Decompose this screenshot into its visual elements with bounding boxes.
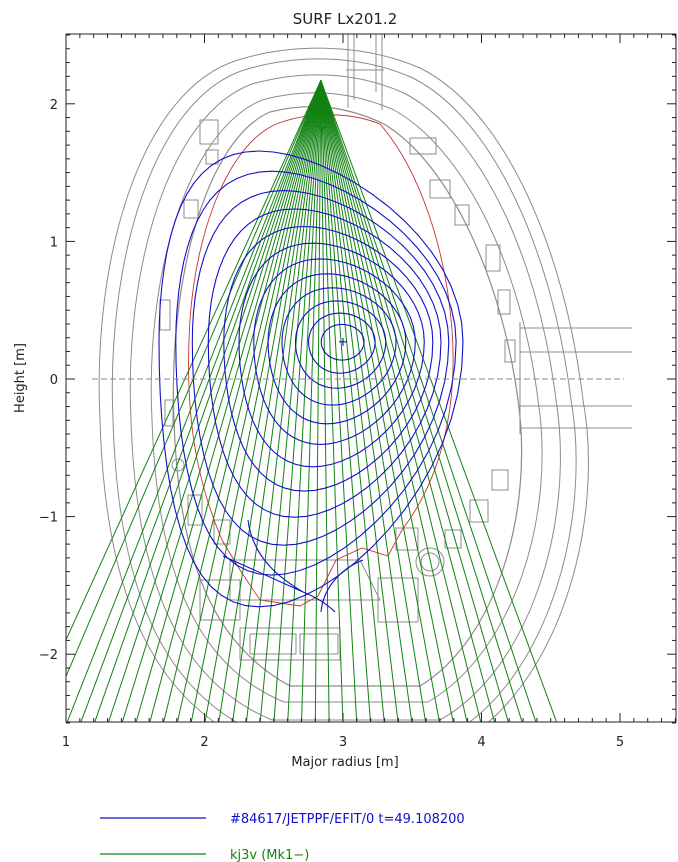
chord-line <box>320 80 454 722</box>
axes-frame <box>65 33 677 724</box>
wall-component <box>409 137 437 155</box>
chord-line <box>135 80 322 722</box>
wall-component <box>199 119 219 145</box>
divertor-structure <box>199 559 419 661</box>
x-axis-label: Major radius [m] <box>291 755 398 770</box>
wall-component <box>159 299 171 331</box>
x-tick-label: 2 <box>200 735 208 750</box>
axis-ticks <box>65 34 676 724</box>
legend: #84617/JETPPF/EFIT/0 t=49.108200 kj3v (M… <box>100 812 465 862</box>
chord-line <box>163 80 322 722</box>
tick-labels: 1 2 3 4 5 2 1 0 −1 −2 <box>39 98 624 750</box>
chord-line <box>204 80 322 722</box>
y-tick-label: −2 <box>39 648 58 663</box>
chord-line <box>245 80 322 722</box>
x-tick-label: 3 <box>339 735 347 750</box>
vessel-shell <box>111 58 577 722</box>
wall-component <box>429 179 451 199</box>
midplane-port <box>519 322 632 434</box>
wall-component <box>491 469 509 491</box>
plot-frame <box>65 33 677 723</box>
flux-surface <box>191 190 450 546</box>
flux-surface <box>175 170 457 576</box>
y-tick-label: 0 <box>50 373 58 388</box>
y-tick-label: −1 <box>39 511 58 526</box>
chord-line <box>320 80 482 722</box>
legend-label-flux: #84617/JETPPF/EFIT/0 t=49.108200 <box>230 812 465 827</box>
chord-line <box>273 80 322 722</box>
coil <box>420 552 440 572</box>
chord-line <box>320 80 330 722</box>
separatrix-legs <box>222 519 364 613</box>
wall-component <box>454 204 470 226</box>
chord-fan <box>66 80 558 722</box>
wall-component <box>485 244 501 272</box>
chord-line <box>66 80 322 722</box>
first-wall <box>172 105 523 687</box>
chord-line <box>259 80 322 722</box>
diagram-title: SURF Lx201.2 <box>293 10 398 28</box>
x-tick-label: 4 <box>477 735 485 750</box>
chord-line <box>320 80 440 722</box>
flux-surface <box>207 208 442 518</box>
flux-surface <box>320 323 365 361</box>
flux-surface <box>238 242 425 468</box>
vessel-shell <box>98 47 589 722</box>
wall-component <box>504 339 516 363</box>
chord-line <box>320 80 523 722</box>
chord-line <box>232 80 322 722</box>
wall-component <box>469 499 489 523</box>
chord-line <box>320 80 385 722</box>
chord-line <box>66 80 322 678</box>
chord-line <box>121 80 322 722</box>
chord-line <box>149 80 322 722</box>
legend-label-chords: kj3v (Mk1−) <box>230 848 309 862</box>
x-tick-label: 5 <box>616 735 624 750</box>
flux-surface <box>281 287 397 406</box>
vessel-shell <box>129 74 561 721</box>
wall-component <box>164 399 174 427</box>
chord-line <box>218 80 322 722</box>
chord-line <box>66 80 322 642</box>
flux-surface <box>308 312 376 374</box>
chord-line <box>94 80 322 722</box>
limiter-contour <box>188 114 454 607</box>
chord-line <box>301 80 322 722</box>
flux-surface <box>223 225 434 492</box>
top-port <box>346 34 384 110</box>
chord-line <box>287 80 322 722</box>
chord-line <box>320 80 358 722</box>
plot-area <box>66 34 632 722</box>
y-tick-label: 1 <box>50 235 58 250</box>
y-tick-label: 2 <box>50 98 58 113</box>
magnetic-axis-marker <box>339 337 347 346</box>
chord-line <box>80 80 322 722</box>
chord-line <box>320 80 399 722</box>
chord-line <box>320 80 371 722</box>
coil <box>171 458 185 472</box>
x-tick-label: 1 <box>62 735 70 750</box>
chord-line <box>320 80 509 722</box>
chord-line <box>108 80 322 722</box>
flux-surfaces <box>158 150 464 613</box>
flux-surface <box>294 300 387 389</box>
flux-surface <box>253 258 416 445</box>
chord-line <box>176 80 322 722</box>
wall-component <box>497 289 511 315</box>
y-axis-label: Height [m] <box>13 343 28 413</box>
wall-component <box>183 199 199 219</box>
chord-line <box>320 80 344 722</box>
flux-surface <box>267 273 407 425</box>
vessel-structure <box>98 34 632 722</box>
wall-component <box>205 149 219 165</box>
coil <box>415 547 445 577</box>
chord-line <box>190 80 322 722</box>
